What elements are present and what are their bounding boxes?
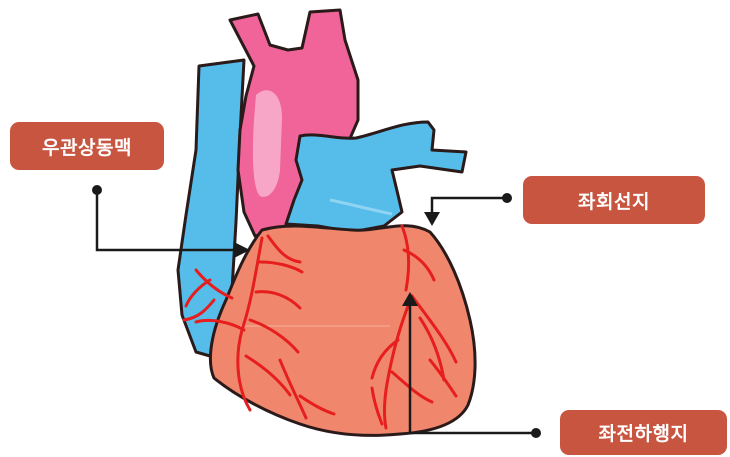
label-left-anterior-descending-branch: 좌전하행지 <box>560 410 727 455</box>
lcx-leader-line <box>432 198 507 214</box>
label-left-circumflex-branch: 좌회선지 <box>523 176 705 224</box>
myocardium <box>210 226 475 436</box>
pulmonary-artery <box>286 122 466 232</box>
lad-leader-dot <box>531 428 541 438</box>
lcx-arrowhead <box>424 212 440 226</box>
label-right-coronary-artery: 우관상동맥 <box>10 122 164 170</box>
lcx-leader-dot <box>502 193 512 203</box>
aorta-highlight <box>253 90 282 197</box>
rca-leader-dot <box>92 185 102 195</box>
